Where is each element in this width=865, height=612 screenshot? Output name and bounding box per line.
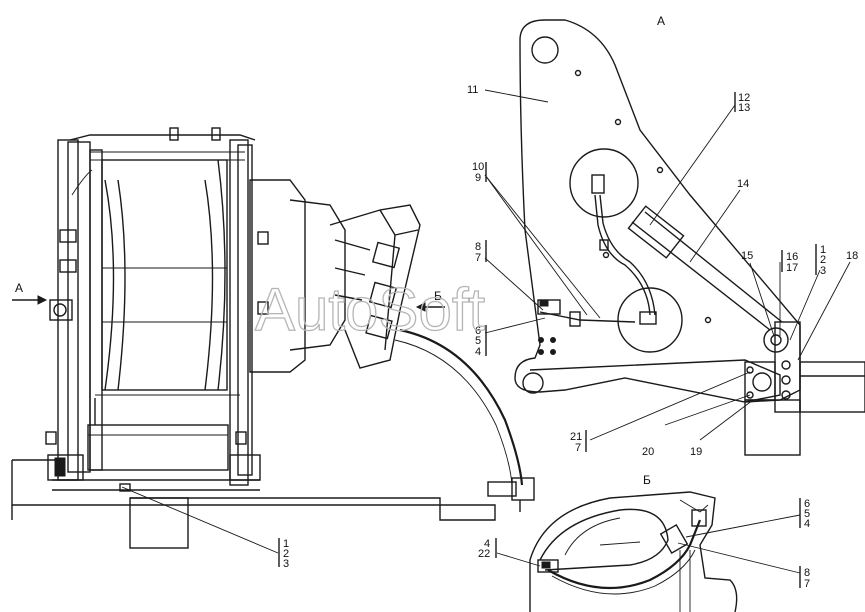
callout-text: 5 bbox=[804, 508, 810, 520]
callout-b-6-5-4: 6 5 4 bbox=[799, 498, 810, 530]
callout-text: 8 bbox=[475, 241, 481, 253]
callout-text: 9 bbox=[475, 172, 481, 184]
callout-text: 5 bbox=[475, 335, 481, 347]
callout-20: 20 bbox=[642, 446, 654, 458]
callout-11: 11 bbox=[467, 84, 478, 96]
callout-main-1-2-3: 1 2 3 bbox=[278, 538, 289, 570]
view-a-title: A bbox=[657, 14, 665, 28]
callout-1-2-3-view-a: 1 2 3 bbox=[815, 244, 826, 277]
view-b-title: Б bbox=[643, 473, 651, 487]
view-a-bracket bbox=[484, 19, 865, 456]
callout-text: 13 bbox=[738, 102, 750, 114]
callout-text: 4 bbox=[804, 518, 810, 530]
callout-text: 4 bbox=[475, 346, 481, 358]
callout-b-4-22: 4 22 bbox=[478, 538, 497, 560]
callout-18: 18 bbox=[846, 250, 858, 262]
winch-assembly bbox=[11, 127, 535, 554]
callout-10-9: 10 9 bbox=[472, 161, 487, 184]
callout-b-8-7: 8 7 bbox=[799, 566, 810, 590]
callout-text: 17 bbox=[786, 262, 798, 274]
callout-text: 16 bbox=[786, 251, 798, 263]
callout-text: 6 bbox=[804, 498, 810, 510]
view-b-housing bbox=[496, 491, 801, 612]
callout-8-7: 8 7 bbox=[475, 240, 487, 264]
callout-text: 3 bbox=[820, 265, 826, 277]
watermark: AutoSoft bbox=[255, 276, 485, 343]
view-arrow-b-label: Б bbox=[434, 289, 442, 303]
callout-text: 10 bbox=[472, 161, 484, 173]
callout-text: 12 bbox=[738, 92, 750, 104]
callout-15: 15 bbox=[741, 250, 753, 262]
callout-16-17: 16 17 bbox=[781, 250, 798, 274]
callout-text: 7 bbox=[575, 442, 581, 454]
callout-text: 2 bbox=[820, 254, 826, 266]
callout-text: 7 bbox=[475, 252, 481, 264]
callout-21-7: 21 7 bbox=[570, 430, 587, 454]
callout-text: 3 bbox=[283, 558, 289, 570]
callout-text: 6 bbox=[475, 325, 481, 337]
callout-19: 19 bbox=[690, 446, 702, 458]
callout-text: 8 bbox=[804, 567, 810, 579]
callout-text: 1 bbox=[283, 538, 289, 550]
callout-14: 14 bbox=[737, 178, 749, 190]
callout-6-5-4: 6 5 4 bbox=[475, 325, 487, 358]
callout-text: 7 bbox=[804, 578, 810, 590]
callout-12-13: 12 13 bbox=[734, 92, 750, 114]
callout-text: 22 bbox=[478, 548, 490, 560]
view-arrow-a-label: A bbox=[15, 281, 23, 295]
callout-text: 21 bbox=[570, 431, 582, 443]
callout-text: 4 bbox=[484, 538, 490, 550]
callout-text: 1 bbox=[820, 244, 826, 256]
callout-text: 2 bbox=[283, 548, 289, 560]
